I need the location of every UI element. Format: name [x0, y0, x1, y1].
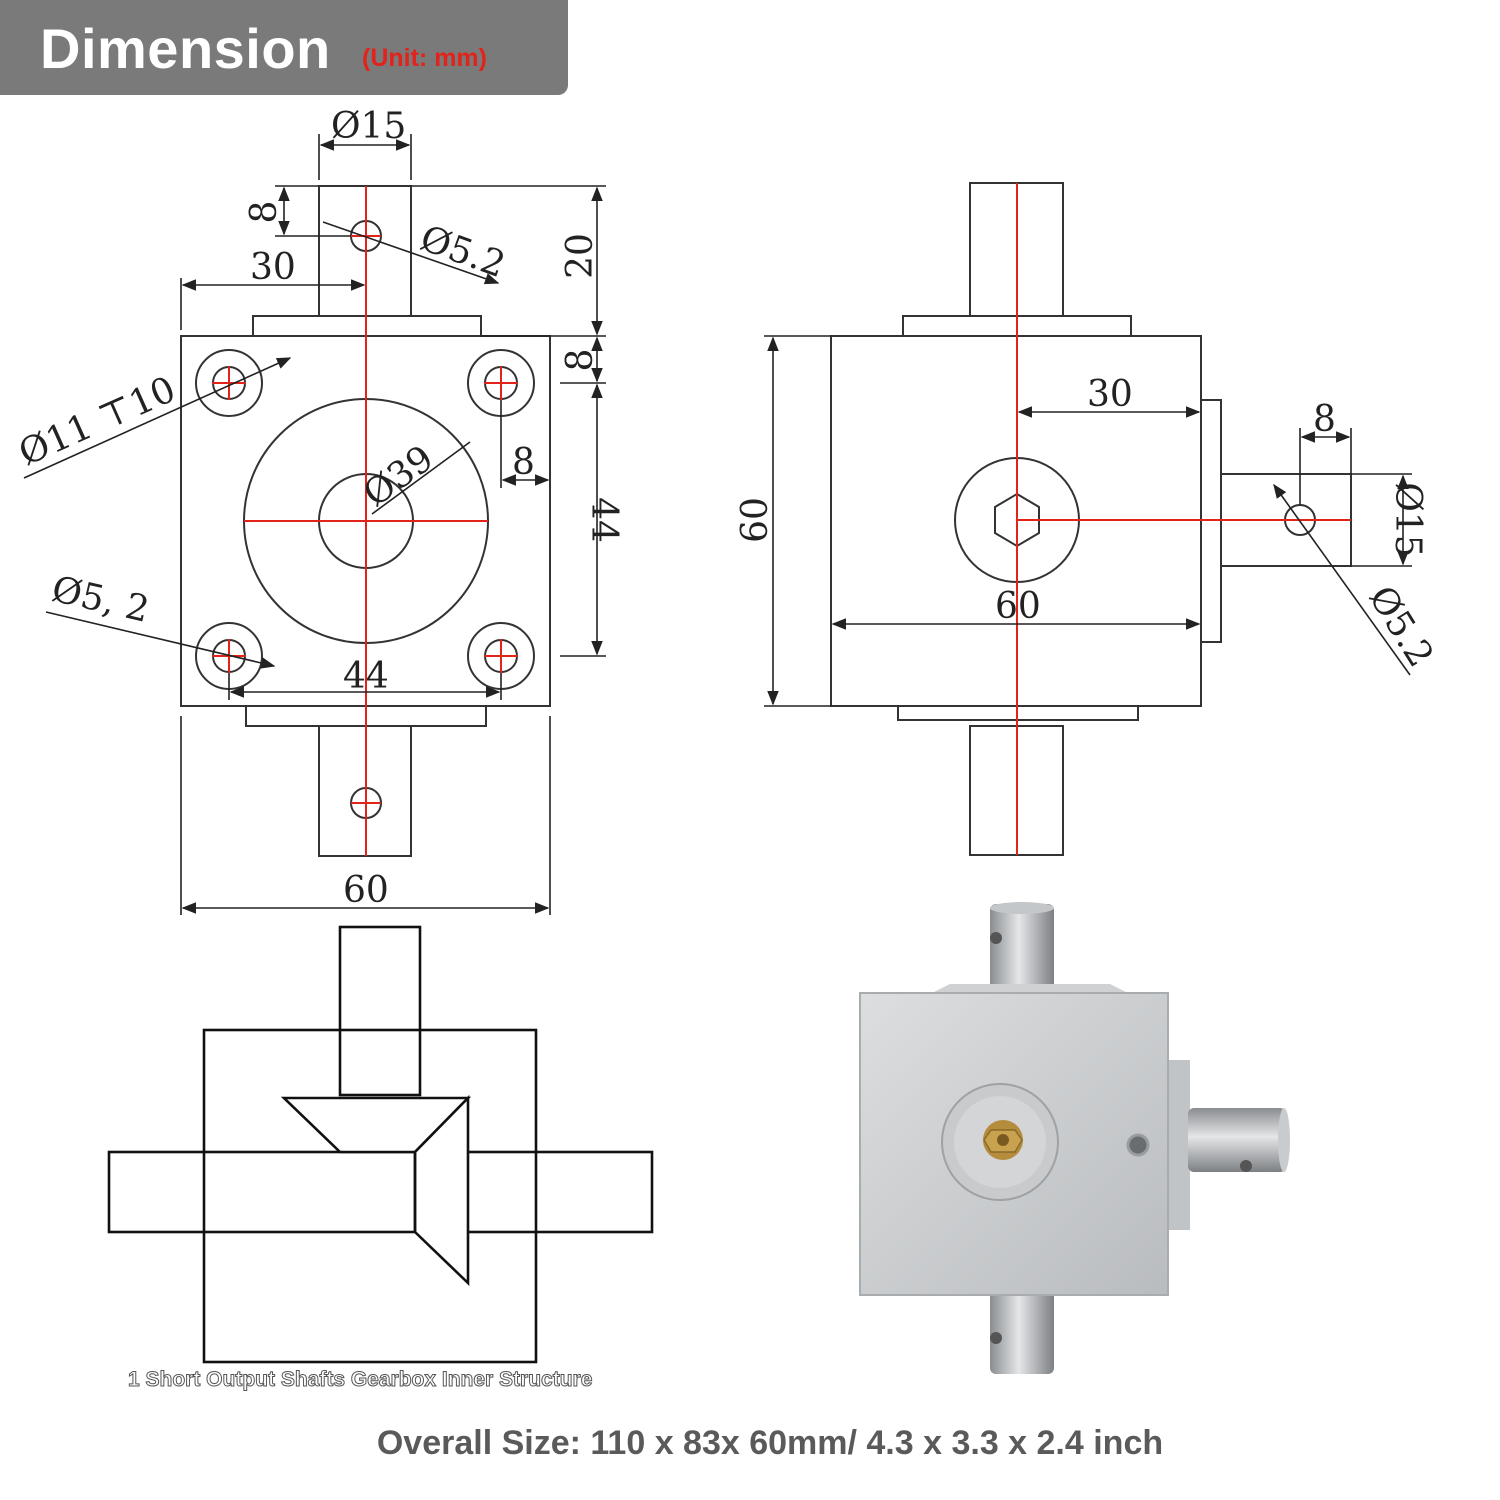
side-dim-center-offset: 30	[1087, 374, 1133, 415]
front-dim-mount-hole: Ø11 ⊤10	[13, 369, 182, 474]
inner-structure	[107, 925, 654, 1364]
side-center-lines	[1016, 183, 1351, 855]
inner-housing-outline	[202, 1028, 538, 1364]
front-dim-edge-offset: 8	[512, 442, 535, 483]
inner-output-shaft	[107, 1150, 654, 1234]
unit-label: (Unit: mm)	[362, 44, 487, 72]
side-dim-hole-offset: 8	[1313, 399, 1336, 440]
side-dim-width: 60	[995, 586, 1041, 627]
side-dimension-lines	[764, 335, 1412, 707]
photo-right-flange	[1168, 1060, 1190, 1230]
front-dim-width: 60	[343, 870, 389, 911]
photo-right-shaft	[1188, 1108, 1286, 1172]
front-dim-shaft-length: 20	[560, 233, 601, 279]
front-dim-cross-hole: Ø5.2	[415, 218, 511, 286]
page-title: Dimension	[40, 17, 331, 80]
overall-size-text: Overall Size: 110 x 83x 60mm/ 4.3 x 3.3 …	[376, 1424, 1164, 1462]
front-dim-hub: Ø39	[356, 438, 441, 515]
front-dim-shaft-diameter: Ø15	[331, 106, 406, 147]
product-photo	[859, 902, 1290, 1374]
side-dim-shaft-diameter: Ø15	[1387, 482, 1428, 557]
front-dim-flange: 8	[560, 349, 601, 372]
front-dim-hole-spacing-v: 44	[583, 497, 624, 543]
inner-input-shaft	[338, 925, 422, 1097]
mount-hole-tl-outer	[195, 349, 263, 417]
header-tab: Dimension (Unit: mm)	[0, 0, 568, 95]
side-dim-height: 60	[735, 497, 776, 543]
inner-structure-caption: 1 Short Output Shafts Gearbox Inner Stru…	[128, 1368, 593, 1392]
front-dim-thread-hole: Ø5, 2	[48, 569, 153, 631]
front-dimension-lines	[23, 134, 606, 915]
photo-bottom-shaft	[990, 1288, 1054, 1374]
front-dim-hole-offset: 8	[244, 201, 285, 224]
photo-side-hole	[1126, 1133, 1150, 1157]
photo-top-shaft	[990, 904, 1054, 996]
front-dim-hole-spacing-h: 44	[343, 656, 389, 697]
side-dim-cross-hole: Ø5.2	[1360, 579, 1441, 674]
photo-top-flange	[930, 984, 1130, 994]
front-dim-center-offset: 30	[250, 247, 296, 288]
